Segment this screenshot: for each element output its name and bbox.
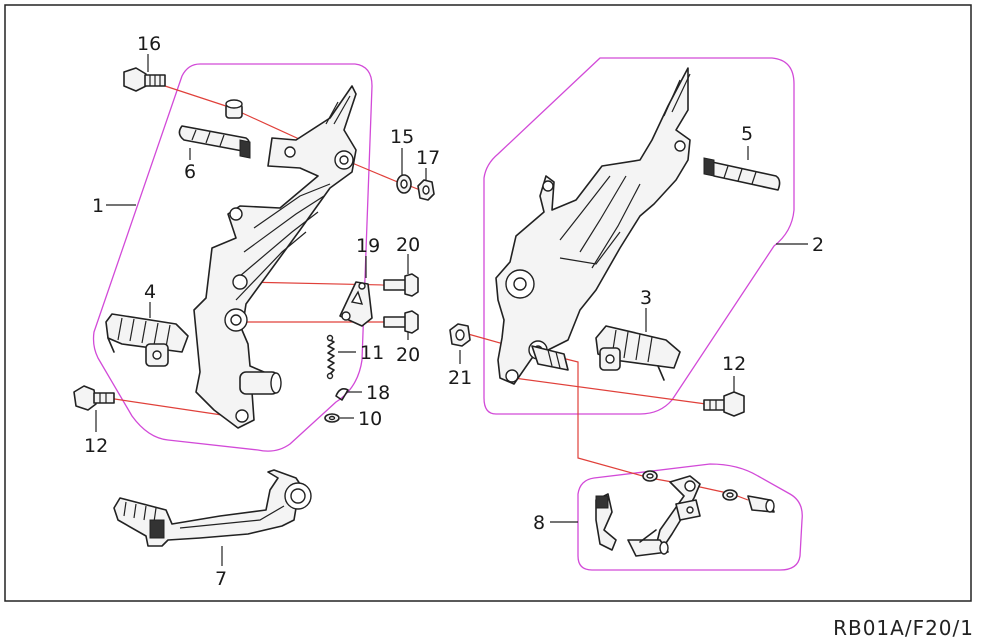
callout-20-lower: 20 [396, 344, 420, 366]
callout-20-upper: 20 [396, 234, 420, 256]
bolt-12-left [73, 385, 115, 411]
drawing-frame [4, 4, 972, 602]
callout-12-right: 12 [722, 353, 746, 375]
callout-18: 18 [366, 382, 390, 404]
footpeg-4 [105, 313, 189, 367]
callout-7: 7 [215, 568, 227, 590]
callout-8: 8 [533, 512, 545, 534]
callout-11: 11 [360, 342, 384, 364]
callout-21: 21 [448, 367, 472, 389]
nut-21 [449, 323, 471, 347]
spacer-collar [225, 99, 243, 119]
pivot-collar [531, 345, 569, 371]
callout-6: 6 [184, 161, 196, 183]
footrest-bracket-left-1 [193, 85, 357, 429]
callout-4: 4 [144, 281, 156, 303]
bolt-16 [123, 67, 166, 92]
bolt-20-lower [383, 310, 419, 334]
drawing-code: RB01A/F20/1 [833, 616, 974, 640]
nut-17 [417, 179, 435, 201]
plate-19 [339, 281, 373, 327]
footrest-bracket-right-2 [495, 67, 691, 385]
group-outline-left-bracket [92, 63, 373, 452]
callout-12-left: 12 [84, 435, 108, 457]
callout-10: 10 [358, 408, 382, 430]
callout-19: 19 [356, 235, 380, 257]
footpeg-rubber-5 [703, 157, 781, 191]
shift-lever-8 [595, 470, 775, 557]
callout-17: 17 [416, 147, 440, 169]
washer-10 [324, 413, 340, 423]
pin-18 [335, 388, 349, 401]
callout-labels: 16 6 15 17 1 19 20 4 20 11 18 10 12 7 5 … [84, 33, 824, 590]
group-outline-right-bracket [483, 57, 795, 415]
brake-pedal-7 [113, 469, 312, 547]
washer-15 [396, 174, 412, 194]
group-outline-shift-lever [577, 463, 803, 571]
callout-16: 16 [137, 33, 161, 55]
callout-5: 5 [741, 123, 753, 145]
footpeg-3 [595, 325, 681, 381]
bolt-12-right [703, 391, 745, 417]
callout-2: 2 [812, 234, 824, 256]
bolt-20-upper [383, 273, 419, 297]
leader-lines [95, 54, 808, 566]
callout-1: 1 [92, 195, 104, 217]
spring-11 [326, 334, 335, 380]
callout-15: 15 [390, 126, 414, 148]
footpeg-rubber-6 [178, 125, 251, 159]
callout-3: 3 [640, 287, 652, 309]
